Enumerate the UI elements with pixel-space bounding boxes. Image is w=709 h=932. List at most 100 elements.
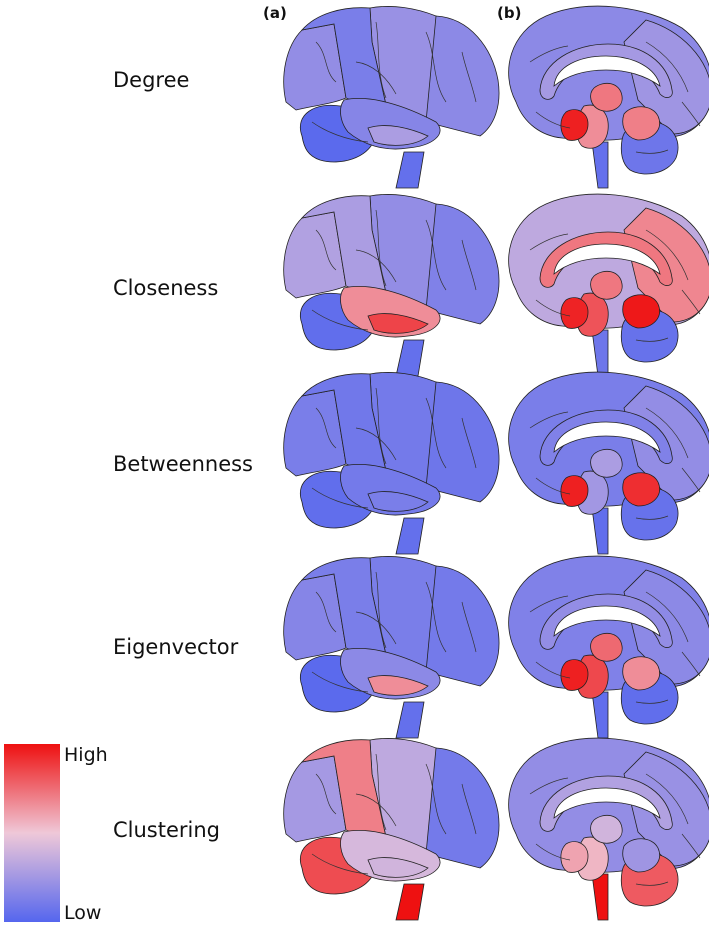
sulcus-line <box>315 229 337 271</box>
region-cingulate <box>539 593 673 650</box>
sulcus-line <box>315 41 337 83</box>
brain-medial-betweenness <box>508 371 709 555</box>
sulcus-line <box>355 793 397 827</box>
sulcus-line <box>425 31 447 103</box>
sulcus-line <box>425 219 447 291</box>
legend-high-label: High <box>64 744 108 766</box>
sulcus-line <box>681 289 701 315</box>
sulcus-line <box>375 21 387 99</box>
sulcus-line <box>681 467 701 493</box>
region-thalamus <box>590 448 623 478</box>
region-stem <box>395 883 425 921</box>
region-insula <box>367 857 429 878</box>
region-stem <box>591 507 609 555</box>
sulcus-line <box>355 611 397 645</box>
sulcus-line <box>375 209 387 287</box>
region-thalamus <box>590 632 623 662</box>
corpus-callosum <box>553 55 661 87</box>
region-insula <box>367 125 429 146</box>
region-stem <box>395 701 425 739</box>
sulcus-line <box>635 699 669 704</box>
sulcus-line <box>425 581 447 653</box>
region-stem <box>395 517 425 555</box>
brain-lateral-closeness <box>283 194 500 377</box>
region-cingulate <box>539 775 673 832</box>
brain-medial-closeness <box>508 193 709 377</box>
sulcus-line <box>529 777 569 795</box>
corpus-callosum <box>553 787 661 819</box>
sulcus-line <box>311 487 369 509</box>
region-hypothal <box>560 475 589 507</box>
region-vermis <box>622 656 660 691</box>
region-stem <box>591 141 609 189</box>
panel-b-label: (b) <box>497 4 522 22</box>
region-vermis <box>622 838 660 873</box>
sulcus-line <box>635 881 669 886</box>
region-vermis <box>622 294 660 329</box>
region-insula <box>367 491 429 512</box>
sulcus-line <box>315 591 337 633</box>
sulcus-line <box>681 651 701 677</box>
region-thalamus <box>590 270 623 300</box>
sulcus-line <box>355 249 397 283</box>
region-stem <box>591 691 609 739</box>
sulcus-line <box>355 61 397 95</box>
region-thalamus <box>590 82 623 112</box>
colorbar-legend <box>4 744 60 922</box>
region-cingulate <box>539 409 673 466</box>
sulcus-line <box>425 763 447 835</box>
sulcus-line <box>535 477 571 495</box>
brain-medial-eigenvector <box>508 555 709 739</box>
brain-lateral-clustering <box>283 738 500 921</box>
region-thalamus <box>590 814 623 844</box>
region-cingulate <box>539 43 673 100</box>
brain-lateral-degree <box>283 6 500 189</box>
sulcus-line <box>311 853 369 875</box>
sulcus-line <box>535 661 571 679</box>
sulcus-line <box>461 51 477 103</box>
brain-medial-degree <box>508 5 709 189</box>
sulcus-line <box>535 299 571 317</box>
region-insula <box>367 313 429 334</box>
region-stem <box>395 151 425 189</box>
sulcus-line <box>681 833 701 859</box>
sulcus-line <box>375 387 387 465</box>
sulcus-line <box>461 417 477 469</box>
sulcus-line <box>645 229 689 281</box>
sulcus-line <box>355 427 397 461</box>
sulcus-line <box>681 101 701 127</box>
region-vermis <box>622 472 660 507</box>
brain-lateral-betweenness <box>283 372 500 555</box>
region-hypothal <box>560 297 589 329</box>
row-label-clustering: Clustering <box>113 818 221 842</box>
region-cingulate <box>539 231 673 288</box>
row-label-closeness: Closeness <box>113 276 219 300</box>
legend-low-label: Low <box>64 902 102 924</box>
region-hypothal <box>560 841 589 873</box>
panel-a-label: (a) <box>263 4 287 22</box>
sulcus-line <box>529 411 569 429</box>
sulcus-line <box>645 773 689 825</box>
corpus-callosum <box>553 243 661 275</box>
row-label-degree: Degree <box>113 68 190 92</box>
sulcus-line <box>461 239 477 291</box>
sulcus-line <box>635 337 669 342</box>
corpus-callosum <box>553 605 661 637</box>
sulcus-line <box>529 595 569 613</box>
colorbar <box>4 744 60 922</box>
corpus-callosum <box>553 421 661 453</box>
region-hypothal <box>560 659 589 691</box>
row-label-eigenvector: Eigenvector <box>113 635 239 659</box>
sulcus-line <box>375 571 387 649</box>
sulcus-line <box>315 407 337 449</box>
sulcus-line <box>311 309 369 331</box>
sulcus-line <box>645 41 689 93</box>
region-insula <box>367 675 429 696</box>
sulcus-line <box>425 397 447 469</box>
brain-lateral-eigenvector <box>283 556 500 739</box>
sulcus-line <box>635 515 669 520</box>
sulcus-line <box>535 843 571 861</box>
sulcus-line <box>529 45 569 63</box>
sulcus-line <box>645 407 689 459</box>
region-hypothal <box>560 109 589 141</box>
